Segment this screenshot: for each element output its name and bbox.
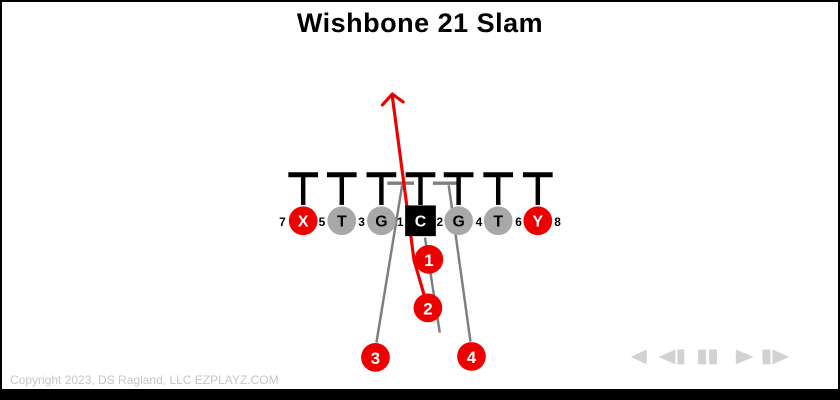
gap-number: 8 <box>554 215 561 229</box>
line-player-label: X <box>298 213 309 230</box>
backfield-player-1 <box>414 245 444 274</box>
playback-step-forward-icon[interactable] <box>762 349 771 365</box>
playback-pause-button[interactable] <box>698 349 717 365</box>
playback-pause-icon[interactable] <box>709 349 717 365</box>
backfield-player-label: 4 <box>467 348 477 367</box>
gap-number: 5 <box>319 215 326 229</box>
line-player-label: T <box>493 213 503 230</box>
playback-step-forward-icon[interactable] <box>772 349 790 365</box>
line-player-G <box>444 206 473 236</box>
gap-number: 3 <box>358 215 365 229</box>
playback-step-back-button[interactable] <box>658 349 685 365</box>
line-player-label: Y <box>533 213 544 230</box>
line-player-X <box>288 206 318 236</box>
backfield-player-label: 2 <box>423 299 432 318</box>
line-player-label: C <box>415 213 426 230</box>
playback-step-back-icon[interactable] <box>658 349 676 365</box>
playback-skip-start-icon[interactable] <box>630 349 647 365</box>
copyright-text: Copyright 2023, DS Ragland, LLC EZPLAYZ.… <box>10 373 279 387</box>
playback-skip-start-button[interactable] <box>630 349 647 365</box>
play-title: Wishbone 21 Slam <box>296 8 544 38</box>
playback-step-back-icon[interactable] <box>677 349 685 365</box>
halfback-3-block-path <box>375 184 404 343</box>
gap-number: 1 <box>397 215 404 229</box>
backfield-player-3 <box>361 343 390 372</box>
ball-carrier-arrowhead-icon <box>380 91 405 107</box>
playback-play-icon[interactable] <box>735 349 754 365</box>
playback-pause-icon[interactable] <box>698 349 707 365</box>
line-player-label: G <box>452 213 464 230</box>
backfield-player-2 <box>413 293 443 323</box>
line-player-Y <box>523 206 553 236</box>
playback-step-forward-button[interactable] <box>762 349 790 365</box>
ball-carrier-path <box>390 95 430 309</box>
playback-play-button[interactable] <box>735 349 754 365</box>
backfield-player-4 <box>457 342 486 371</box>
line-player-label: G <box>375 213 387 230</box>
gap-number: 4 <box>476 215 483 229</box>
gap-number: 6 <box>515 215 522 229</box>
line-player-T <box>483 206 513 236</box>
line-player-T <box>327 206 357 236</box>
backfield-player-label: 1 <box>424 251 433 270</box>
bottom-border-bar <box>2 389 838 398</box>
line-player-label: T <box>337 213 347 230</box>
gap-number: 7 <box>279 215 286 229</box>
line-player-G <box>367 206 396 236</box>
backfield-player-label: 3 <box>371 349 380 368</box>
gap-number: 2 <box>436 215 443 229</box>
line-player-C <box>405 205 436 237</box>
